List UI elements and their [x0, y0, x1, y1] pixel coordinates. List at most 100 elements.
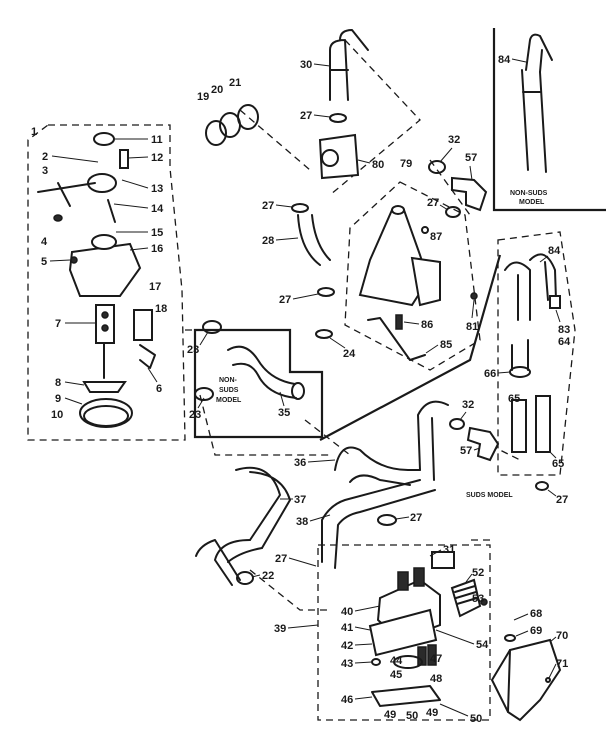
- callout-50a: 50: [406, 710, 418, 722]
- suds-divider-line: [319, 254, 502, 441]
- callout-27f: 27: [275, 553, 287, 565]
- elbow-57-top: [428, 160, 488, 218]
- callout-10: 10: [51, 409, 63, 421]
- connector-line: [249, 569, 330, 611]
- non-suds-mid-line3: MODEL: [216, 397, 242, 404]
- callout-9: 9: [55, 393, 61, 405]
- callout-27c: 27: [279, 294, 291, 306]
- callout-46: 46: [341, 694, 353, 706]
- callout-32b: 32: [462, 399, 474, 411]
- callout-68: 68: [530, 608, 542, 620]
- callout-48: 48: [430, 673, 442, 685]
- seal-rings: [205, 104, 259, 146]
- mounting-bracket: [490, 634, 562, 722]
- non-suds-top-line2: MODEL: [519, 199, 545, 206]
- non-suds-model-box-top: [492, 28, 606, 212]
- callout-27g: 27: [556, 494, 568, 506]
- callout-3: 3: [42, 165, 48, 177]
- hose-35: [194, 320, 305, 401]
- callout-28: 28: [262, 235, 274, 247]
- callout-labels: 1 11 2 12 3 13 14 4 15 16 5 17 18 7 6 8 …: [31, 54, 571, 725]
- suds-model-frame: [497, 231, 576, 476]
- callout-86: 86: [421, 319, 433, 331]
- callout-8: 8: [55, 377, 61, 389]
- callout-54: 54: [476, 639, 489, 651]
- callout-24: 24: [343, 348, 356, 360]
- callout-13: 13: [151, 183, 163, 195]
- callout-11: 11: [151, 134, 163, 146]
- callout-18: 18: [155, 303, 167, 315]
- non-suds-mid-line2: SUDS: [219, 387, 239, 394]
- hose-38: [321, 479, 436, 569]
- callout-53: 53: [472, 593, 484, 605]
- model-notes: NON-SUDS MODEL NON- SUDS MODEL SUDS MODE…: [216, 190, 548, 499]
- callout-30: 30: [300, 59, 312, 71]
- callout-64: 64: [558, 336, 571, 348]
- callout-23a: 23: [187, 344, 199, 356]
- callout-1: 1: [31, 126, 37, 138]
- callout-57a: 57: [465, 152, 477, 164]
- non-suds-hose-84: [521, 33, 553, 173]
- callout-27e: 27: [410, 512, 422, 524]
- callout-27b: 27: [262, 200, 274, 212]
- callout-71: 71: [556, 658, 568, 670]
- callout-37: 37: [294, 494, 306, 506]
- callout-49a: 49: [384, 709, 396, 721]
- callout-5: 5: [41, 256, 47, 268]
- callout-49b: 49: [426, 707, 438, 719]
- callout-84a: 84: [498, 54, 511, 66]
- pump-assembly-frame: [317, 544, 491, 721]
- callout-65b: 65: [552, 458, 564, 470]
- transmission-assembly-frame: [27, 124, 186, 441]
- callout-66: 66: [484, 368, 496, 380]
- callout-85: 85: [440, 339, 452, 351]
- callout-65a: 65: [508, 393, 520, 405]
- callout-39: 39: [274, 623, 286, 635]
- suds-hoses-84-83-64: [504, 253, 561, 491]
- callout-7: 7: [55, 318, 61, 330]
- hose-36: [334, 400, 465, 486]
- connector-line: [199, 394, 330, 456]
- tub-assembly-frame: [344, 181, 481, 371]
- callout-14: 14: [151, 203, 164, 215]
- callout-70: 70: [556, 630, 568, 642]
- callout-69: 69: [530, 625, 542, 637]
- callout-4: 4: [41, 236, 48, 248]
- connector-line: [329, 39, 421, 196]
- connector-line: [239, 109, 311, 171]
- callout-36: 36: [294, 457, 306, 469]
- callout-22: 22: [262, 570, 274, 582]
- elbow-57-mid: [466, 426, 500, 462]
- connector-line: [479, 439, 521, 461]
- callout-47: 47: [430, 653, 442, 665]
- callout-43: 43: [341, 658, 353, 670]
- callout-44: 44: [390, 655, 403, 667]
- callout-81: 81: [466, 321, 478, 333]
- callout-57b: 57: [460, 445, 472, 457]
- callout-19: 19: [197, 91, 209, 103]
- callout-80: 80: [372, 159, 384, 171]
- transmission-assembly: [37, 132, 156, 428]
- callout-23b: 23: [189, 409, 201, 421]
- callout-12: 12: [151, 152, 163, 164]
- callout-27d: 27: [427, 197, 439, 209]
- valve-80: [318, 113, 360, 180]
- callout-31: 31: [443, 544, 455, 556]
- callout-21: 21: [229, 77, 241, 89]
- callout-42: 42: [341, 640, 353, 652]
- callout-41: 41: [341, 622, 353, 634]
- callout-20: 20: [211, 84, 223, 96]
- callout-2: 2: [42, 151, 48, 163]
- callout-83: 83: [558, 324, 570, 336]
- callout-84b: 84: [548, 245, 561, 257]
- callout-32a: 32: [448, 134, 460, 146]
- callout-52: 52: [472, 567, 484, 579]
- pump-assembly: [368, 551, 488, 707]
- callout-38: 38: [296, 516, 308, 528]
- suds-model-label: SUDS MODEL: [466, 492, 513, 499]
- non-suds-mid-line1: NON-: [219, 377, 238, 384]
- connector-line: [304, 419, 351, 456]
- callout-35: 35: [278, 407, 290, 419]
- hose-37: [195, 466, 291, 586]
